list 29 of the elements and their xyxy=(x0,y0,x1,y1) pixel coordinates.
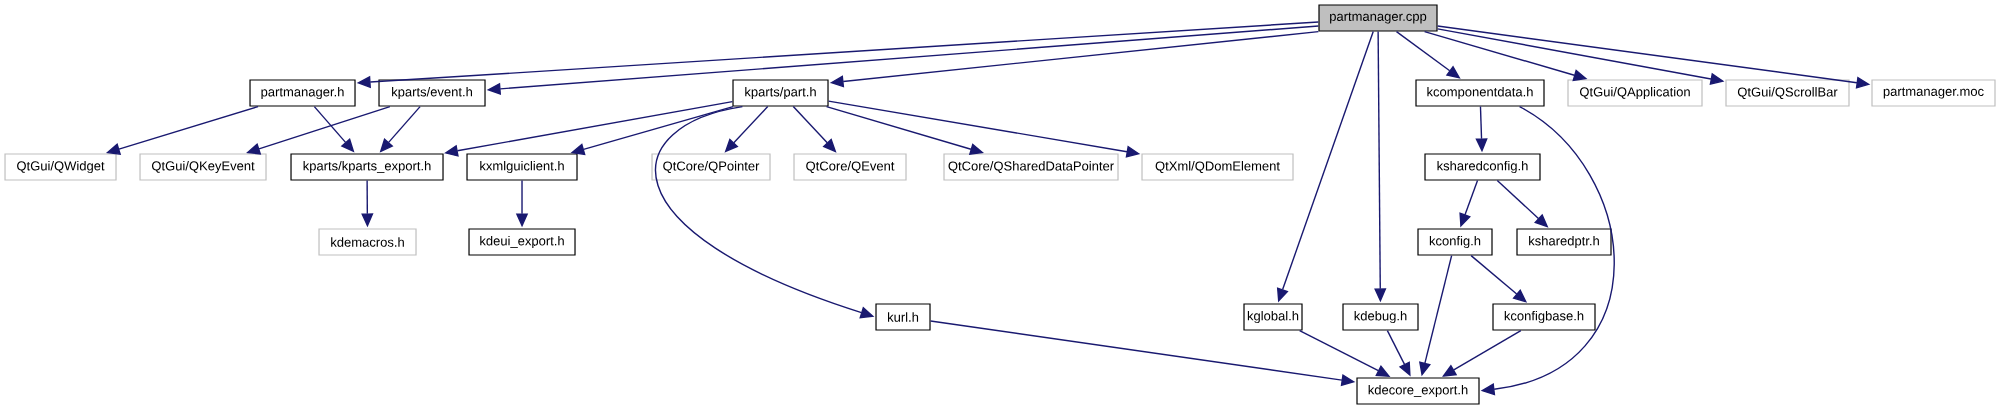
header-box: kurl.h xyxy=(875,303,931,331)
header-box: partmanager.moc xyxy=(1871,79,1996,107)
header-box: kdebug.h xyxy=(1342,303,1419,331)
header-box: kdeui_export.h xyxy=(468,228,576,256)
header-box: kparts/event.h xyxy=(378,79,486,107)
header-box: ksharedptr.h xyxy=(1516,228,1612,256)
header-box: kconfig.h xyxy=(1417,228,1493,256)
file-box: partmanager.cpp xyxy=(1318,4,1438,32)
arrow xyxy=(1442,329,1522,377)
header-box: QtXml/QDomElement xyxy=(1141,153,1294,181)
header-box: kparts/kparts_export.h xyxy=(290,153,444,181)
header-box: QtGui/QWidget xyxy=(4,153,117,181)
header-box: kconfigbase.h xyxy=(1492,303,1596,331)
header-box: QtCore/QSharedDataPointer xyxy=(943,153,1119,181)
header-box: QtGui/QScrollBar xyxy=(1725,79,1850,107)
header-box: kdemacros.h xyxy=(318,228,417,256)
header-box: kxmlguiclient.h xyxy=(466,153,578,181)
header-box: QtCore/QEvent xyxy=(793,153,907,181)
header-box: partmanager.h xyxy=(249,79,356,107)
header-box: kdecore_export.h xyxy=(1356,377,1480,405)
header-box: QtGui/QApplication xyxy=(1567,79,1703,107)
header-box: QtCore/QPointer xyxy=(651,153,771,181)
header-box: kparts/part.h xyxy=(732,79,829,107)
header-box: QtGui/QKeyEvent xyxy=(139,153,267,181)
header-box: ksharedconfig.h xyxy=(1424,153,1541,181)
header-box: kcomponentdata.h xyxy=(1415,79,1545,107)
arrow xyxy=(724,105,769,153)
header-box: kglobal.h xyxy=(1243,303,1303,331)
arrow xyxy=(792,105,837,153)
